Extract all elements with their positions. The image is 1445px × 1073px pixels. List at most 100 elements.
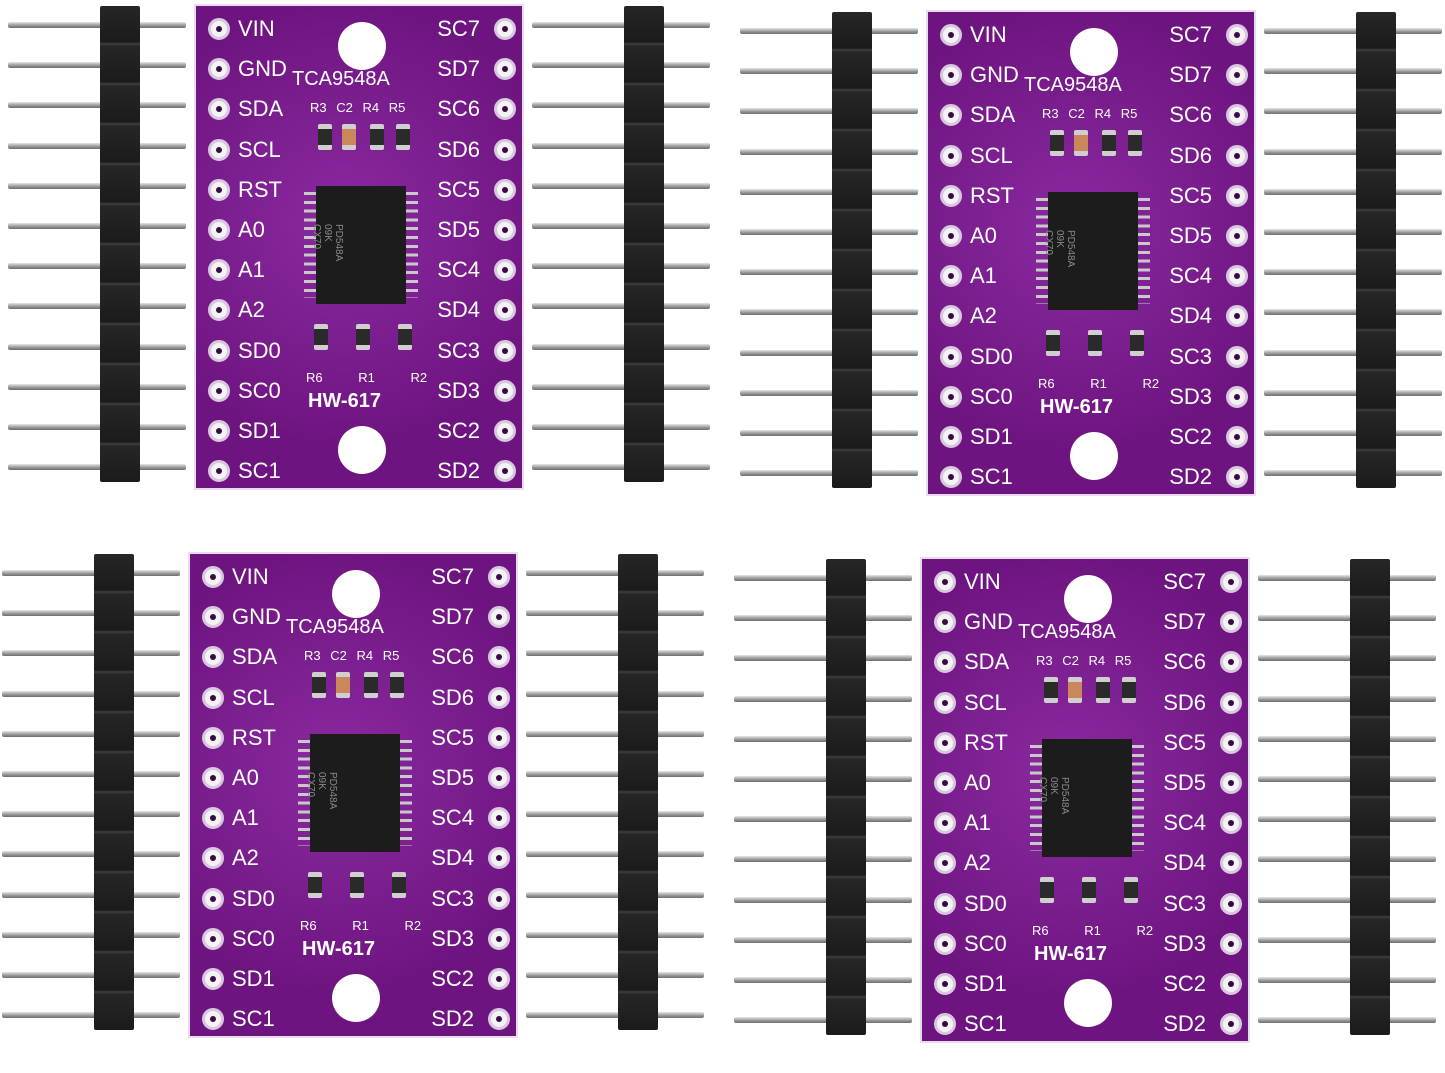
header-pin [1264,269,1442,276]
resistor [364,672,378,698]
pin-label-left: SD0 [970,343,1013,369]
header-pin [740,108,918,115]
pin-label-right: SD5 [431,765,474,790]
pin-pad [940,64,962,87]
pin-label-left: SD1 [970,424,1013,449]
pin-pad [208,219,230,241]
pin-pad [1226,144,1248,167]
pin-pad [208,58,230,81]
header-pin [740,229,918,235]
mounting-hole [332,570,380,618]
resistor [1040,877,1054,903]
component-refs-bottom: R6 R1 R2 [300,918,422,933]
header-pin [532,263,710,270]
resistor [1096,677,1110,703]
pin-pad [940,144,962,167]
header-pin [2,690,180,697]
pin-label-right: SD3 [437,377,480,403]
pin-pad [1220,691,1242,714]
part-number-label: TCA9548A [1024,74,1122,96]
pin-label-left: A0 [970,223,997,248]
pin-label-left: RST [232,724,276,750]
chip-marking-line: PD548A [327,772,338,810]
pin-label-right: SD4 [431,845,474,871]
pin-pad [494,98,516,121]
pin-pad [1226,305,1248,328]
resistor [370,124,384,150]
pin-label-right: SD7 [437,56,480,82]
header-pin [734,816,912,823]
pin-label-right: SC2 [1169,424,1212,449]
pin-label-right: SC6 [1163,649,1206,675]
header-pin [1258,816,1436,823]
header-pin [2,931,180,938]
header-pin [532,343,710,350]
pin-header-right [526,554,716,1030]
pin-pad [1226,184,1248,207]
pin-label-left: A0 [964,770,991,795]
chip-pins [1138,198,1150,304]
chip-marking-line: CX70 [1043,230,1054,256]
header-pin [526,610,704,617]
header-housing [832,12,872,488]
pin-label-right: SD3 [431,925,474,951]
chip-marking-line: 09K [322,224,333,242]
pin-label-left: GND [964,609,1013,635]
pin-pad [1226,345,1248,368]
pin-pad [202,646,224,669]
pin-label-left: RST [964,729,1008,755]
pin-label-right: SC6 [431,644,474,670]
header-pin [8,303,186,310]
resistor [1082,877,1096,903]
pin-pad [1220,651,1242,674]
header-pin [8,263,186,270]
pin-label-right: SC7 [1169,22,1212,47]
pin-label-left: SD0 [238,337,281,363]
header-pin [1258,695,1436,702]
pin-label-right: SC2 [431,966,474,991]
capacitor [336,672,350,698]
pin-label-right: SC3 [1169,343,1212,369]
pin-pad [1226,104,1248,127]
header-pin [740,349,918,356]
header-pin [532,303,710,310]
header-pin [734,695,912,702]
pin-label-right: SC6 [1169,102,1212,128]
multiplexer-chip [310,734,400,852]
pin-label-left: SC0 [970,383,1013,409]
pin-pad [202,686,224,709]
pin-label-right: SD2 [437,458,480,484]
pin-label-left: SDA [232,644,278,670]
header-pin [8,343,186,350]
pin-pad [488,767,510,789]
pin-pad [488,887,510,910]
header-pin [1258,735,1436,742]
header-pin [740,148,918,155]
pin-label-left: VIN [964,569,1001,594]
resistor [392,872,406,898]
pin-label-left: SCL [964,689,1007,715]
pin-label-left: SDA [964,649,1010,675]
header-pin [734,655,912,662]
pin-header-left [2,554,192,1030]
component-refs-bottom: R6 R1 R2 [1032,923,1154,938]
header-pin [8,102,186,109]
header-pin [526,730,704,737]
mounting-hole [1064,575,1112,623]
resistor [312,672,326,698]
pin-label-left: VIN [970,22,1007,47]
chip-marking-line: PD548A [1065,230,1076,268]
pin-label-right: SD7 [1169,62,1212,88]
mounting-hole [1064,979,1112,1027]
pin-pad [934,651,956,674]
pin-pad [494,58,516,81]
header-pin [734,936,912,943]
pin-label-left: A1 [232,805,259,831]
pin-pad [494,339,516,362]
header-pin [734,977,912,983]
pin-label-left: SC1 [238,458,281,484]
